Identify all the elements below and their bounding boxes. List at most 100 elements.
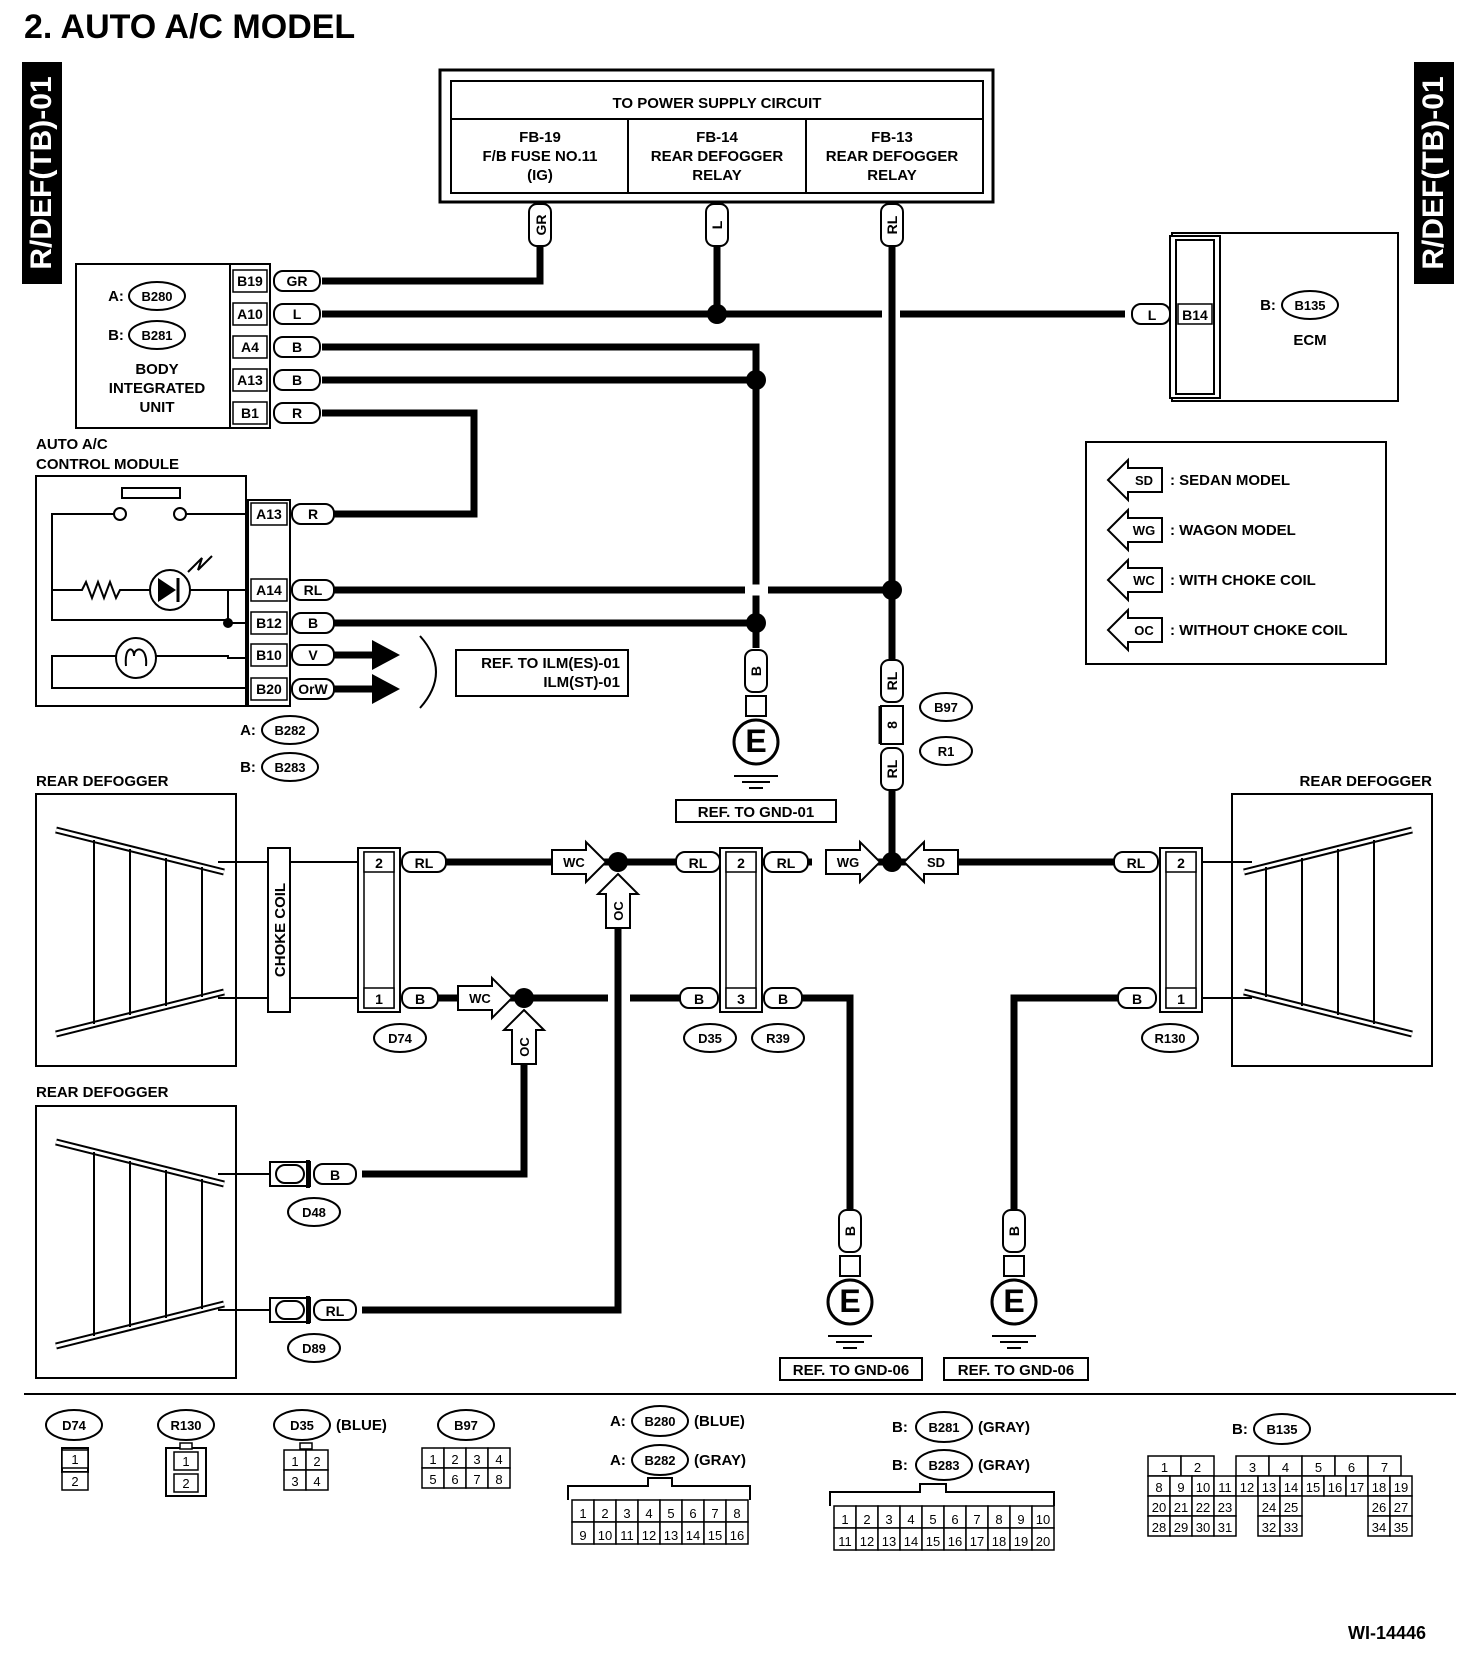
ecm-wire: L [1148,307,1157,323]
ac-wire-box [291,503,335,525]
rear-defogger-right-label: REAR DEFOGGER [1299,773,1432,790]
bc-b135-row2c-0: 26 [1372,1500,1386,1515]
gnd3-wire: B [1006,1226,1022,1236]
bc-b135-prefix: B: [1232,1421,1248,1438]
bc-b282-prefix: A: [610,1452,626,1469]
bc-b135-row1-1: 9 [1177,1480,1184,1495]
bc-b97-p5: 5 [429,1472,436,1487]
arrow-oc-lower: OC [517,1037,532,1057]
bc-b280-r1-6: 7 [711,1506,718,1521]
bc-b280-r2-2: 11 [620,1528,634,1543]
bc-d74-name: D74 [62,1418,87,1433]
bc-b135-row3c-1: 35 [1394,1520,1408,1535]
bc-b97-p7: 7 [473,1472,480,1487]
bc-b281-r1-9: 10 [1036,1512,1050,1527]
bc-b135-row3b-0: 32 [1262,1520,1276,1535]
bc-d35-p2: 2 [313,1454,320,1469]
biu-wire-2: B [292,339,302,355]
biu-wire-1: L [293,306,302,322]
bc-b281-r1-3: 4 [907,1512,914,1527]
biu-pin-box [232,335,268,359]
legend-arrow-icon [1106,557,1163,603]
arrow-wc-upper: WC [563,855,585,870]
bc-b135-row1-3: 11 [1218,1480,1232,1495]
biu-pin-2: A4 [241,339,259,355]
biu-pin-box [232,401,268,425]
biu-name-line2: INTEGRATED [109,380,206,397]
biu-wire-box [273,402,321,424]
bc-b281-r1-1: 2 [863,1512,870,1527]
bc-b135-row0a-0: 1 [1161,1460,1168,1475]
bc-b135-row2a-1: 21 [1174,1500,1188,1515]
joint-b97-r1: RL 8 RL B97 R1 [878,659,973,791]
bc-d35-p4: 4 [313,1474,320,1489]
bc-d35-p3: 3 [291,1474,298,1489]
ps-cell-2-line1: FB-14 [696,129,738,146]
bc-b97-name-oval [437,1409,495,1441]
bc-b97-p3: 3 [473,1452,480,1467]
d35-wire-rl-right: RL [777,855,796,871]
bc-b135-row3b-1: 33 [1284,1520,1298,1535]
bc-b281-housing [829,1483,1055,1506]
ac-wire-2: B [308,615,318,631]
figure-id: WI-14446 [1348,1623,1427,1643]
arrow-wc-lower-icon [457,975,514,1021]
bc-b280-r1-3: 4 [645,1506,652,1521]
bc-r130-latch [179,1442,193,1450]
ecm-conn: B135 [1294,298,1325,313]
connector-d89: RL D89 [269,1296,357,1363]
bc-b280-prefix: A: [610,1413,626,1430]
bc-b280-name: B280 [644,1414,675,1429]
biu-wire-box [273,369,321,391]
legend-code-3: OC [1134,623,1154,638]
arrow-wc-lower: WC [469,991,491,1006]
legend-text-0: : SEDAN MODEL [1170,472,1290,489]
bc-b97-p8-cell [487,1467,511,1489]
ac-pin-box [250,578,288,602]
d35-label: D35 [698,1031,722,1046]
ground-1: B E REF. TO GND-01 [675,649,837,823]
bc-b281-color: (GRAY) [978,1419,1030,1436]
rear-defogger-left-label: REAR DEFOGGER [36,773,169,790]
d48-label: D48 [302,1205,326,1220]
bc-b135-row2b-0: 24 [1262,1500,1276,1515]
bc-r130-p2: 2 [182,1476,189,1491]
arrow-sd: SD [927,855,945,870]
biu-pin-box [232,368,268,392]
bc-d35-latch [299,1442,313,1450]
arrow-wg-icon [825,839,882,885]
bc-b280-r2-6: 15 [708,1528,722,1543]
legend-code-0: SD [1135,473,1153,488]
bc-b97-p8: 8 [495,1472,502,1487]
bc-b282-color: (GRAY) [694,1452,746,1469]
bc-b280-r2-7: 16 [730,1528,744,1543]
bc-b135-row2b-1: 25 [1284,1500,1298,1515]
d35-wire-b-left: B [694,991,704,1007]
d74-wire-rl: RL [415,855,434,871]
ground-ref-1: REF. TO GND-01 [698,804,814,821]
bc-b281-r2-4: 15 [926,1534,940,1549]
bc-b280-r1-2: 3 [623,1506,630,1521]
bc-b281-r1-2: 3 [885,1512,892,1527]
ac-pin-box [250,677,288,701]
bc-b135-row1-11: 19 [1394,1480,1408,1495]
bc-b135-row1-8: 16 [1328,1480,1342,1495]
r130-wire-rl: RL [1127,855,1146,871]
bc-b281-r2-2: 13 [882,1534,896,1549]
bc-d35-color: (BLUE) [336,1417,387,1434]
legend-text-3: : WITHOUT CHOKE COIL [1170,622,1347,639]
page-title: 2. AUTO A/C MODEL [24,8,356,46]
biu-wire-box [273,303,321,325]
ref-ilm-line2: ILM(ST)-01 [543,674,620,691]
bc-b280-color: (BLUE) [694,1413,745,1430]
bc-b97-p6: 6 [451,1472,458,1487]
biu-wire-0: GR [287,273,308,289]
bc-b281-r2-5: 16 [948,1534,962,1549]
joint-conn-1: B97 [934,700,958,715]
legend-arrow-icon [1106,607,1163,653]
bc-b135-row2c-1: 27 [1394,1500,1408,1515]
bc-b280-r1-0: 1 [579,1506,586,1521]
